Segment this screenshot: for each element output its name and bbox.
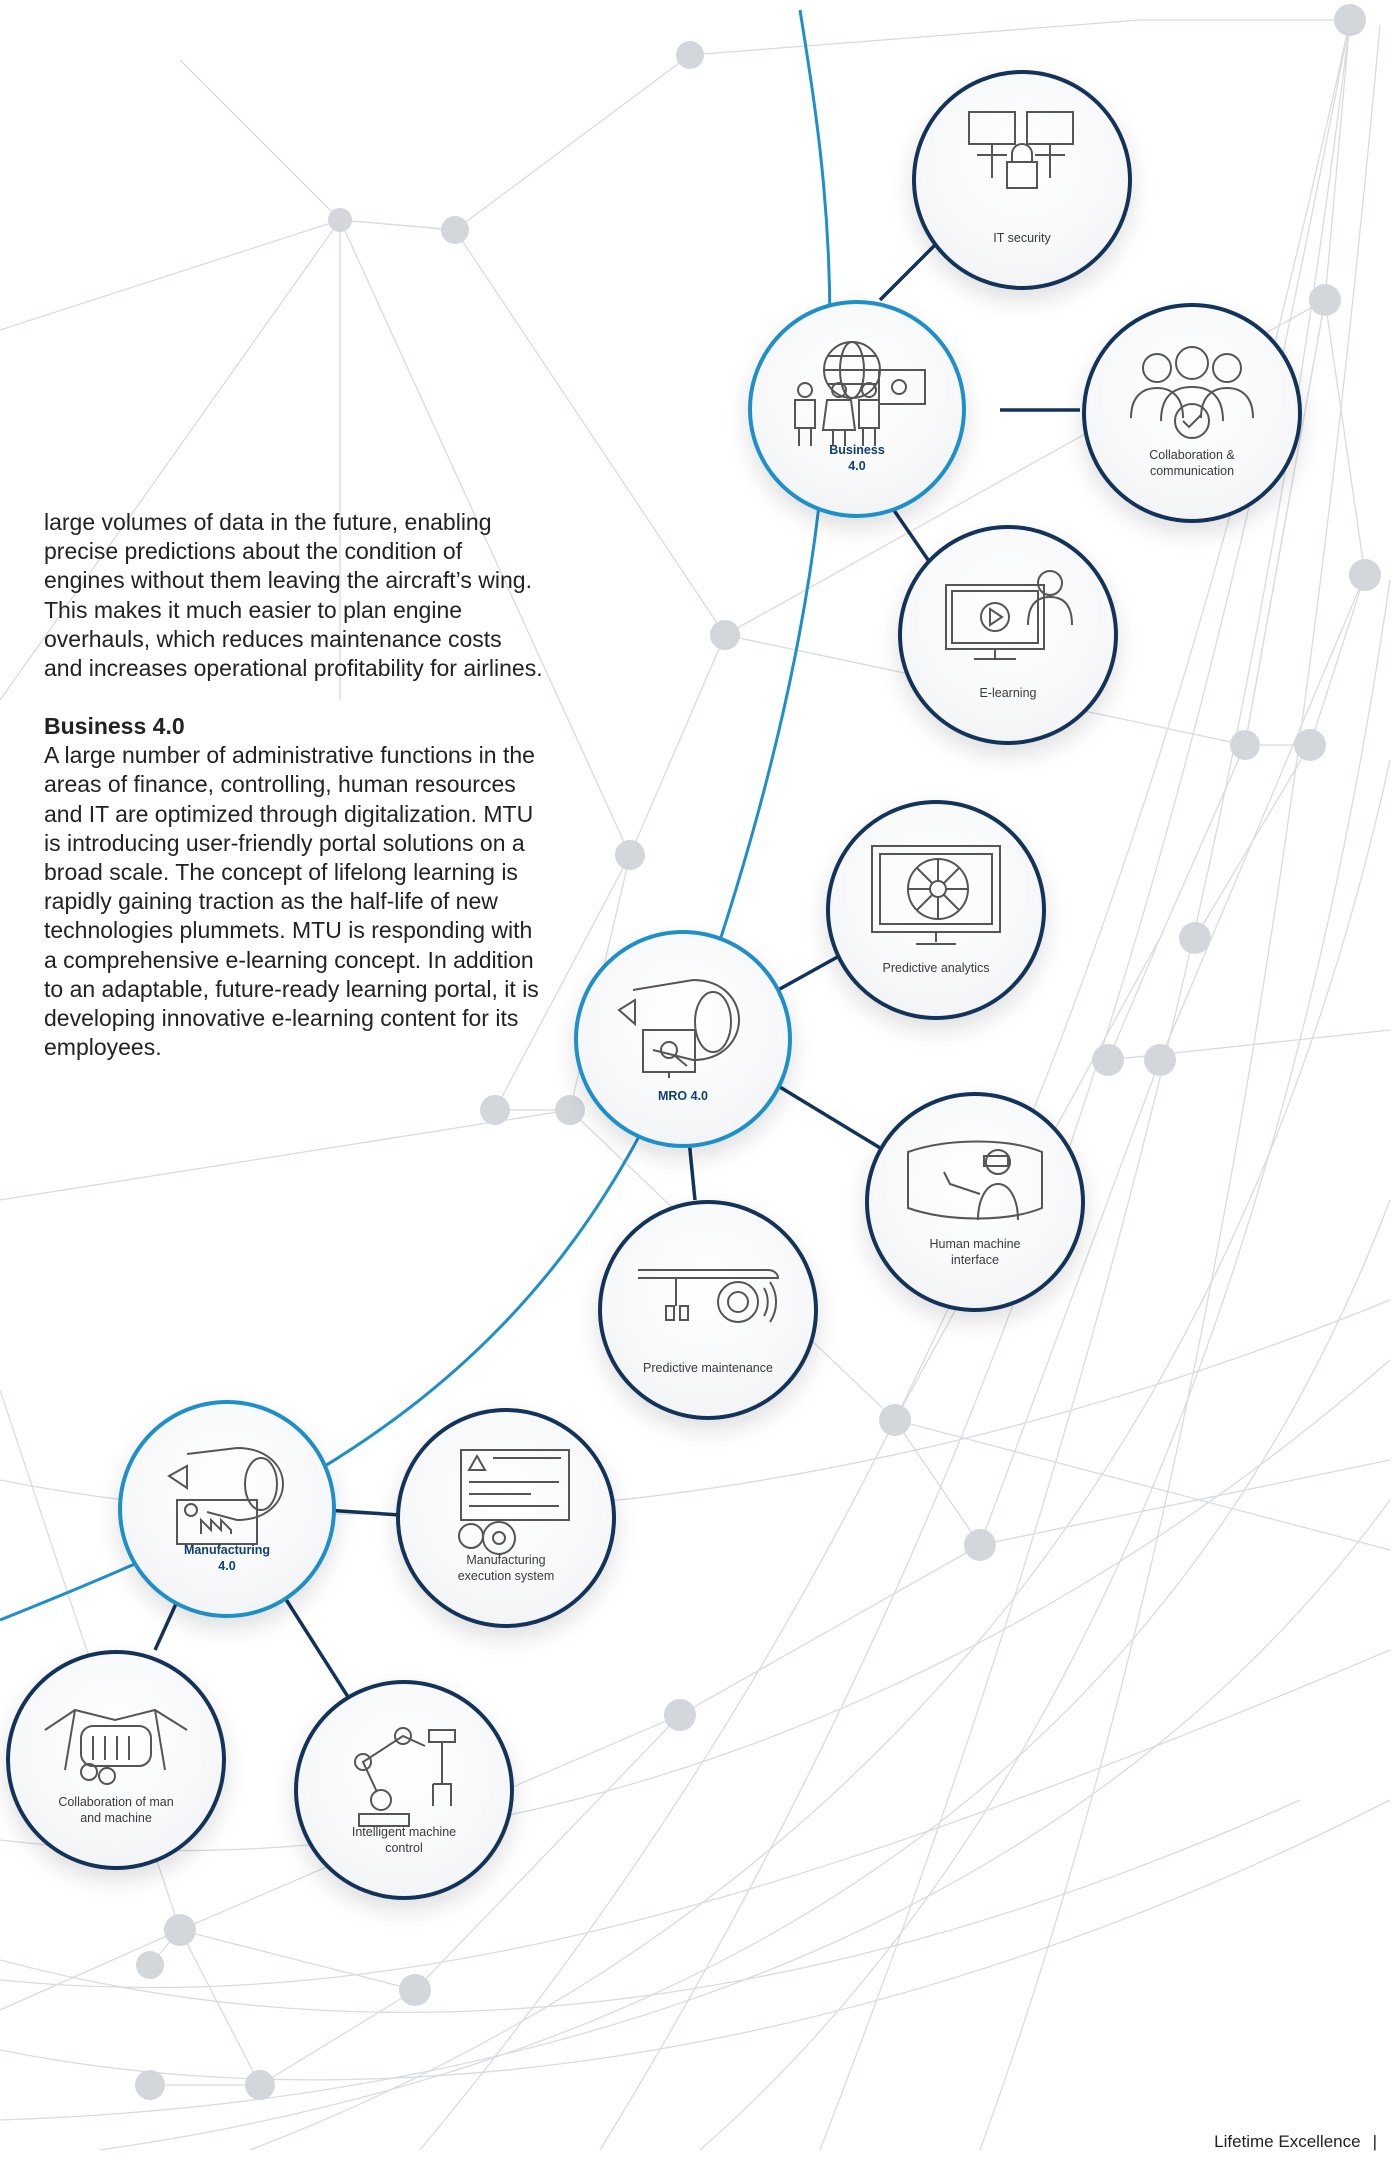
landing-gear-icon: [638, 1269, 780, 1324]
hub-manufacturing-4-0: Manufacturing 4.0: [118, 1400, 336, 1618]
business-paragraph: A large number of administrative functio…: [44, 742, 539, 1061]
node-collaboration-communication: Collaboration & communication: [1082, 303, 1302, 523]
node-manufacturing-execution-system: Manufacturing execution system: [396, 1408, 616, 1628]
hub-mro-4-0: MRO 4.0: [574, 930, 792, 1148]
engine-wrench-icon: [617, 978, 741, 1078]
robot-arm-icon: [354, 1727, 456, 1828]
turbine-monitor-icon: [871, 845, 1001, 946]
engine-factory-icon: [167, 1446, 285, 1545]
node-it-security: IT security: [912, 70, 1132, 290]
node-label: Collaboration & communication: [1149, 447, 1235, 478]
hub-business-4-0: Business 4.0: [748, 300, 966, 518]
node-predictive-maintenance: Predictive maintenance: [598, 1200, 818, 1420]
handshake-robot-icon: [44, 1708, 188, 1786]
vr-headset-user-icon: [907, 1140, 1043, 1221]
node-label: E-learning: [979, 685, 1037, 700]
node-e-learning: E-learning: [898, 525, 1118, 745]
business-people-globe-icon: [794, 340, 926, 446]
hub-label: MRO 4.0: [657, 1089, 708, 1104]
node-predictive-analytics: Predictive analytics: [826, 800, 1046, 1020]
footer-label: Lifetime Excellence: [1214, 2132, 1361, 2151]
node-collaboration-man-machine: Collaboration of man and machine: [6, 1650, 226, 1870]
node-label: Intelligent machine control: [351, 1824, 457, 1855]
video-lesson-icon: [945, 570, 1073, 661]
node-label: Human machine interface: [929, 1236, 1021, 1267]
section-heading: Business 4.0: [44, 713, 185, 740]
node-label: Predictive analytics: [882, 960, 990, 975]
node-human-machine-interface: Human machine interface: [865, 1092, 1085, 1312]
control-panel-gears-icon: [458, 1449, 570, 1556]
node-label: IT security: [993, 230, 1051, 245]
footer-separator: |: [1372, 2132, 1377, 2151]
page-footer: Lifetime Excellence |: [1214, 2132, 1377, 2152]
team-check-icon: [1130, 346, 1254, 440]
body-text: large volumes of data in the future, ena…: [44, 508, 544, 1062]
intro-paragraph: large volumes of data in the future, ena…: [44, 509, 543, 682]
node-label: Predictive maintenance: [643, 1360, 773, 1375]
node-label: Manufacturing execution system: [457, 1552, 555, 1583]
node-intelligent-machine-control: Intelligent machine control: [294, 1680, 514, 1900]
secure-monitors-icon: [968, 111, 1074, 190]
hub-label: Business 4.0: [829, 443, 885, 474]
node-label: Collaboration of man and machine: [58, 1794, 174, 1825]
hub-label: Manufacturing 4.0: [183, 1543, 271, 1574]
